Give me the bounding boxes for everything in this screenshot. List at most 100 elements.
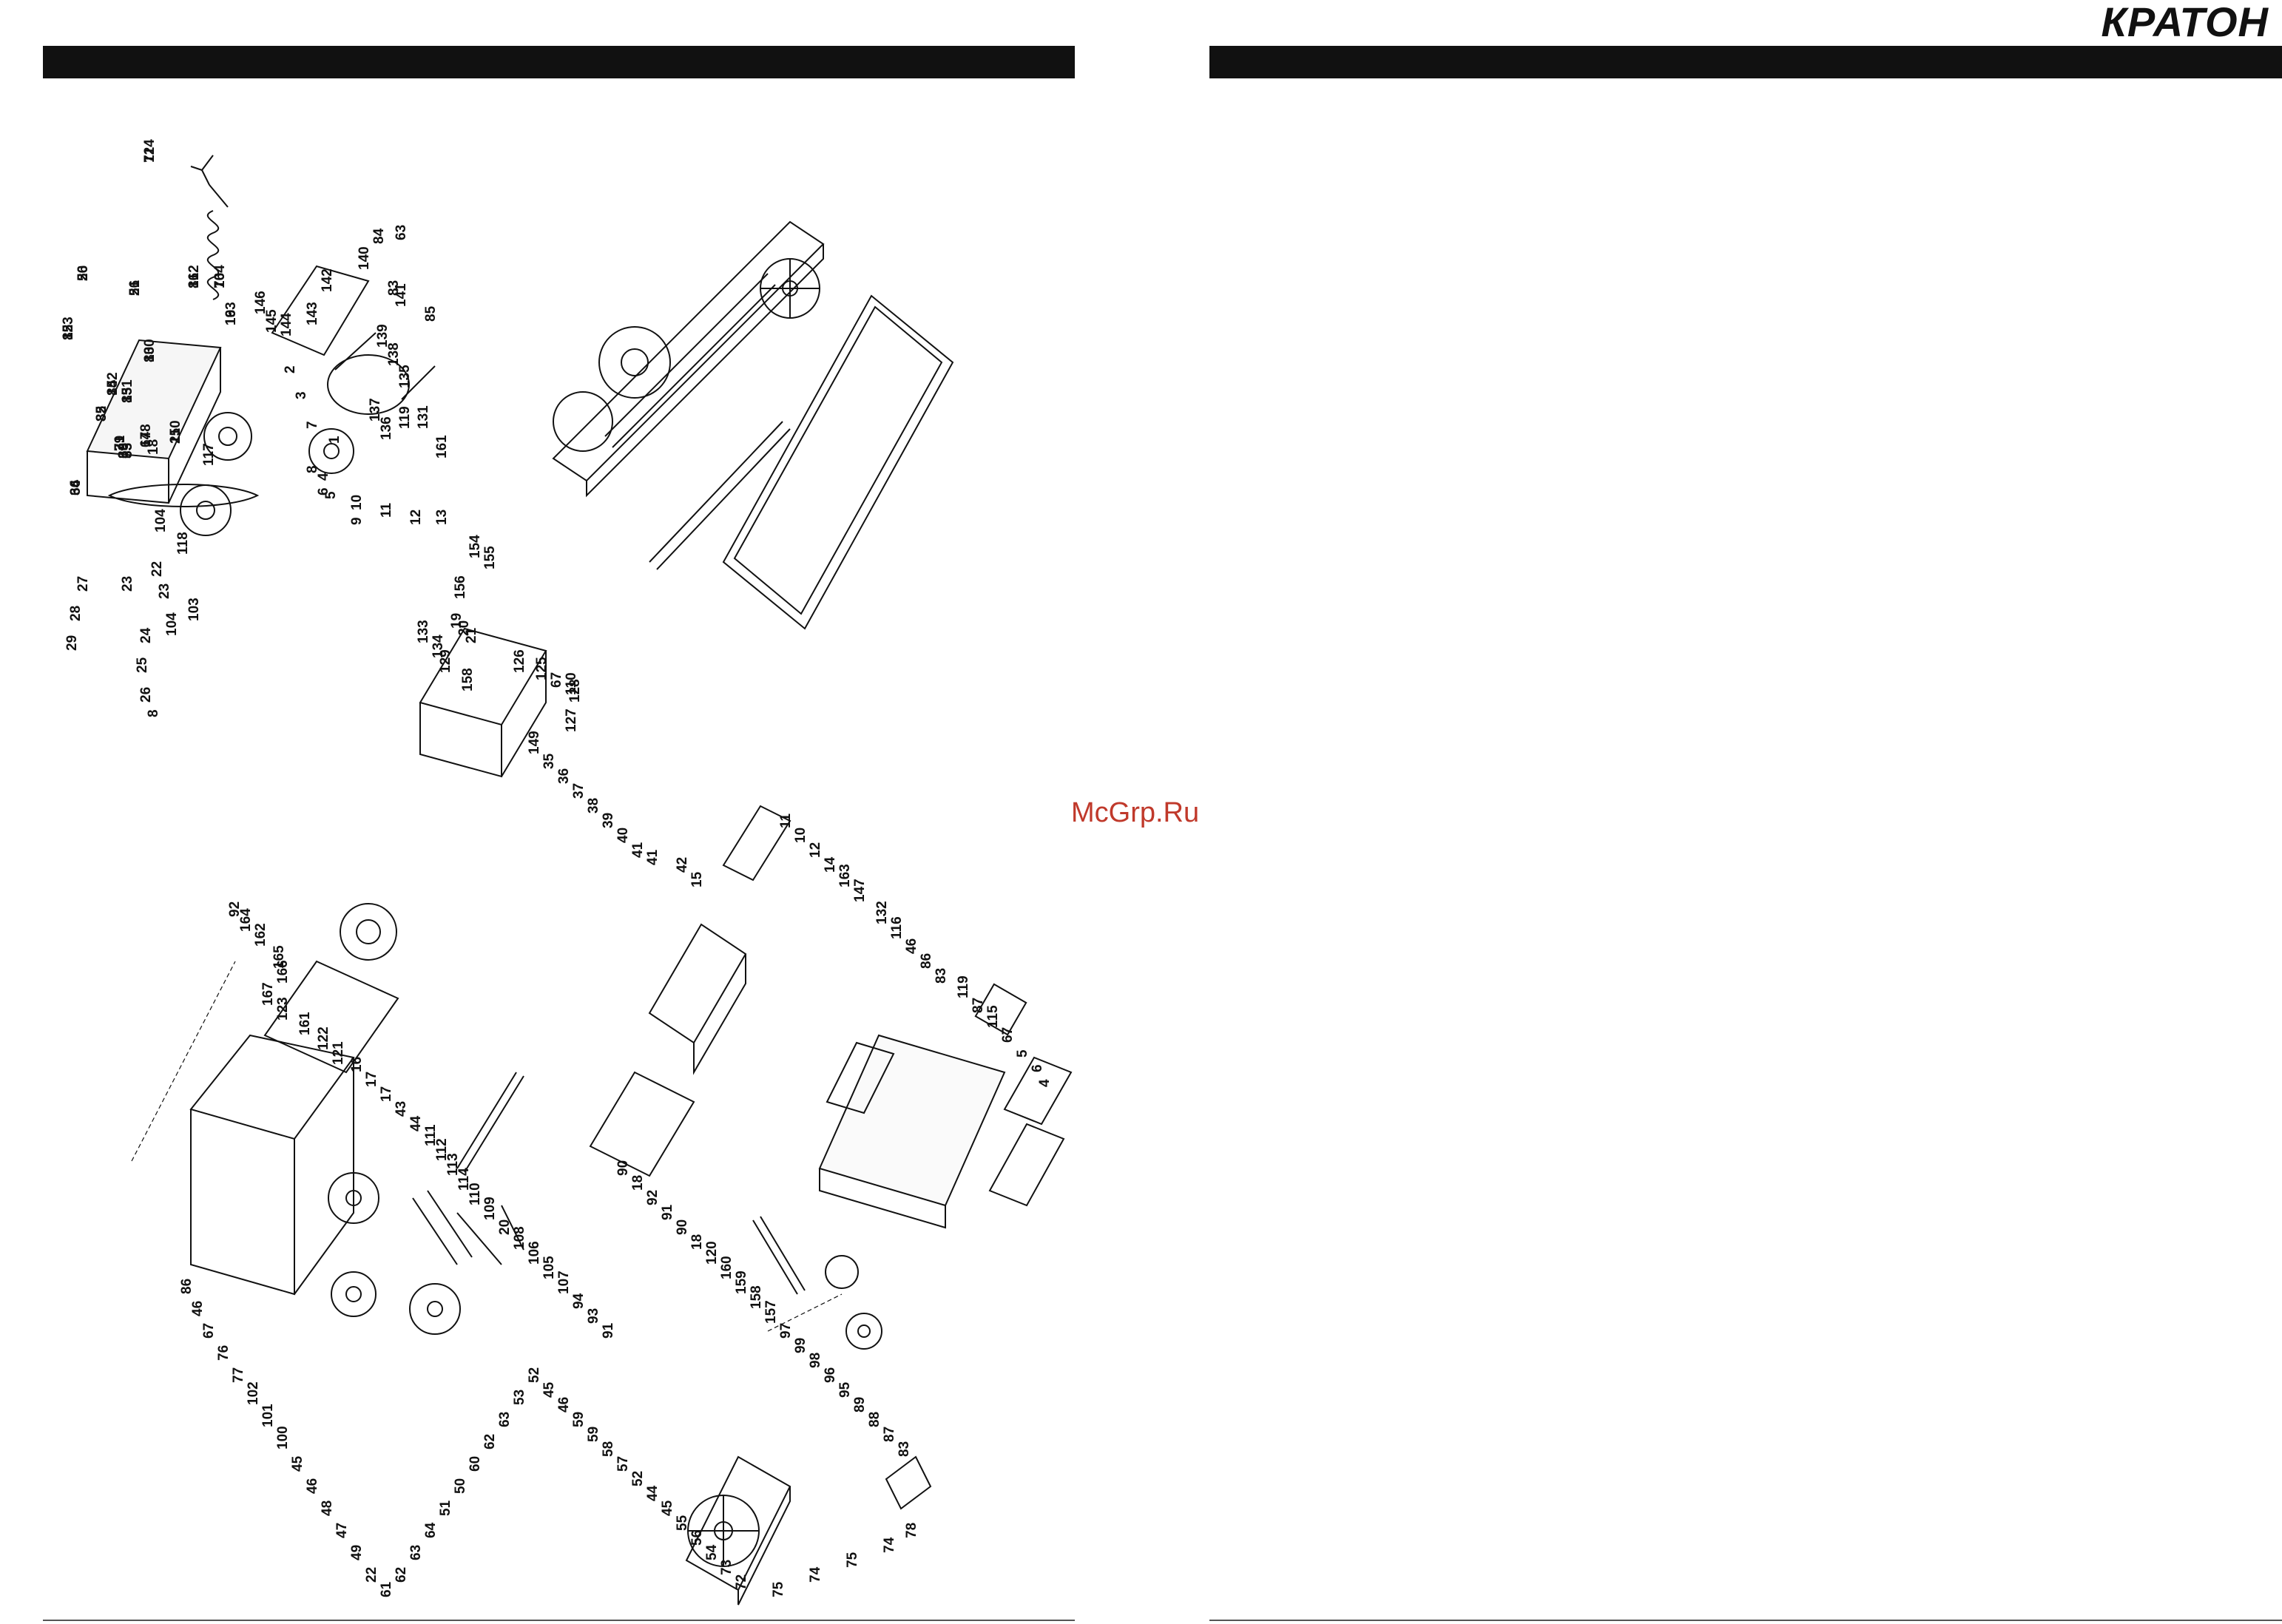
- part-callout-label: 83: [120, 388, 135, 403]
- part-callout-label: 8: [305, 465, 320, 473]
- part-callout-label: 79: [112, 436, 128, 451]
- part-callout-label: 100: [275, 1426, 291, 1449]
- part-callout-label: 108: [512, 1226, 527, 1250]
- part-callout-label: 93: [586, 1308, 601, 1324]
- part-callout-label: 26: [138, 687, 154, 703]
- part-callout-label: 5: [1015, 1049, 1030, 1058]
- part-callout-label: 133: [416, 620, 431, 643]
- part-callout-label: 22: [149, 561, 165, 577]
- part-callout-label: 162: [253, 923, 269, 947]
- brand-logo: КРАТОН: [2101, 0, 2269, 45]
- part-callout-label: 121: [331, 1041, 346, 1065]
- part-callout-label: 67: [549, 672, 564, 688]
- part-callout-label: 11: [778, 813, 794, 828]
- part-callout-label: 7: [305, 421, 320, 429]
- part-callout-label: 154: [467, 535, 483, 558]
- part-callout-label: 49: [349, 1545, 365, 1560]
- part-callout-label: 27: [75, 576, 91, 592]
- part-callout-label: 17: [379, 1086, 394, 1102]
- part-callout-label: 90: [675, 1219, 690, 1235]
- part-callout-label: 11: [379, 502, 394, 518]
- part-callout-label: 141: [394, 283, 409, 307]
- part-callout-label: 75: [845, 1552, 860, 1568]
- part-callout-label: 83: [897, 1441, 912, 1457]
- part-callout-label: 10: [349, 495, 365, 510]
- part-callout-label: 23: [120, 576, 135, 592]
- part-callout-label: 68: [116, 443, 132, 459]
- part-callout-label: 64: [423, 1522, 439, 1538]
- part-callout-label: 89: [852, 1397, 868, 1412]
- part-callout-label: 45: [660, 1500, 675, 1516]
- part-callout-label: 41: [645, 849, 661, 865]
- part-callout-label: 149: [527, 731, 542, 754]
- part-callout-label: 76: [216, 1345, 232, 1361]
- part-callout-label: 65: [120, 442, 135, 459]
- part-callout-label: 4: [316, 473, 331, 481]
- part-callout-label: 23: [157, 583, 172, 599]
- part-callout-label: 74: [808, 1566, 823, 1583]
- part-callout-label: 158: [460, 668, 476, 691]
- part-callout-label: 67: [138, 432, 154, 447]
- part-callout-label: 56: [127, 280, 143, 296]
- part-callout-label: 148: [138, 424, 154, 447]
- part-callout-label: 92: [645, 1190, 661, 1205]
- part-callout-label: 74: [882, 1537, 897, 1553]
- part-callout-label: 78: [904, 1523, 919, 1538]
- part-callout-label: 31: [112, 435, 128, 451]
- part-callout-label: 20: [497, 1219, 513, 1235]
- part-callout-label: 13: [434, 510, 450, 525]
- part-callout-label: 120: [704, 1241, 720, 1265]
- part-callout-label: 32: [94, 406, 109, 422]
- part-callout-label: 57: [615, 1456, 631, 1472]
- part-callout-label: 46: [904, 938, 919, 954]
- part-callout-label: 45: [541, 1381, 557, 1398]
- part-callout-label: 18: [689, 1234, 705, 1250]
- part-callout-label: 83: [934, 968, 949, 984]
- part-callout-label: 134: [431, 635, 446, 658]
- part-callout-label: 51: [438, 1500, 453, 1516]
- part-callout-label: 137: [368, 398, 383, 422]
- part-callout-label: 28: [68, 606, 84, 621]
- part-callout-label: 54: [704, 1544, 720, 1560]
- part-callout-label: 42: [675, 857, 690, 873]
- part-callout-label: 116: [889, 916, 905, 939]
- part-callout-label: 97: [778, 1323, 794, 1339]
- part-callout-label: 20: [75, 265, 91, 281]
- part-callout-label: 66: [68, 480, 84, 495]
- part-callout-label: 103: [186, 598, 202, 621]
- part-callout-label: 161: [434, 435, 450, 459]
- part-callout-label: 87: [882, 1427, 897, 1442]
- part-callout-label: 21: [127, 280, 143, 296]
- part-callout-label: 80: [142, 347, 158, 362]
- part-callout-label: 92: [227, 901, 243, 917]
- part-callout-label: 91: [601, 1322, 616, 1339]
- part-callout-label: 150: [168, 420, 183, 444]
- part-callout-label: 124: [142, 139, 158, 163]
- part-callout-label: 62: [482, 1434, 498, 1449]
- part-callout-label: 87: [970, 998, 986, 1013]
- part-callout-label: 62: [394, 1567, 409, 1583]
- part-callout-label: 151: [120, 379, 135, 403]
- part-callout-label: 52: [527, 1367, 542, 1383]
- part-callout-label: 153: [61, 317, 76, 340]
- part-callout-label: 3: [294, 391, 309, 399]
- part-callout-label: 164: [212, 265, 228, 288]
- part-callout-label: 106: [527, 1241, 542, 1265]
- part-callout-label: 29: [64, 635, 80, 651]
- part-callout-label: 63: [394, 225, 409, 240]
- part-callout-label: 72: [734, 1574, 749, 1590]
- part-callout-label: 115: [985, 1005, 1001, 1028]
- part-callout-label: 50: [453, 1478, 468, 1494]
- part-callout-label: 33: [120, 443, 135, 459]
- part-callout-label: 105: [541, 1256, 557, 1279]
- part-callout-label: 165: [271, 945, 287, 969]
- part-callout-label: 14: [823, 856, 838, 873]
- part-callout-label: 1: [327, 436, 342, 444]
- part-callout-label: 130: [142, 339, 158, 362]
- part-callout-label: 163: [837, 864, 853, 887]
- part-callout-label: 63: [408, 1545, 424, 1560]
- part-callout-label: 18: [630, 1175, 646, 1191]
- part-callout-label: 52: [630, 1471, 646, 1486]
- part-callout-label: 43: [394, 1101, 409, 1117]
- part-callout-label: 101: [260, 1404, 276, 1427]
